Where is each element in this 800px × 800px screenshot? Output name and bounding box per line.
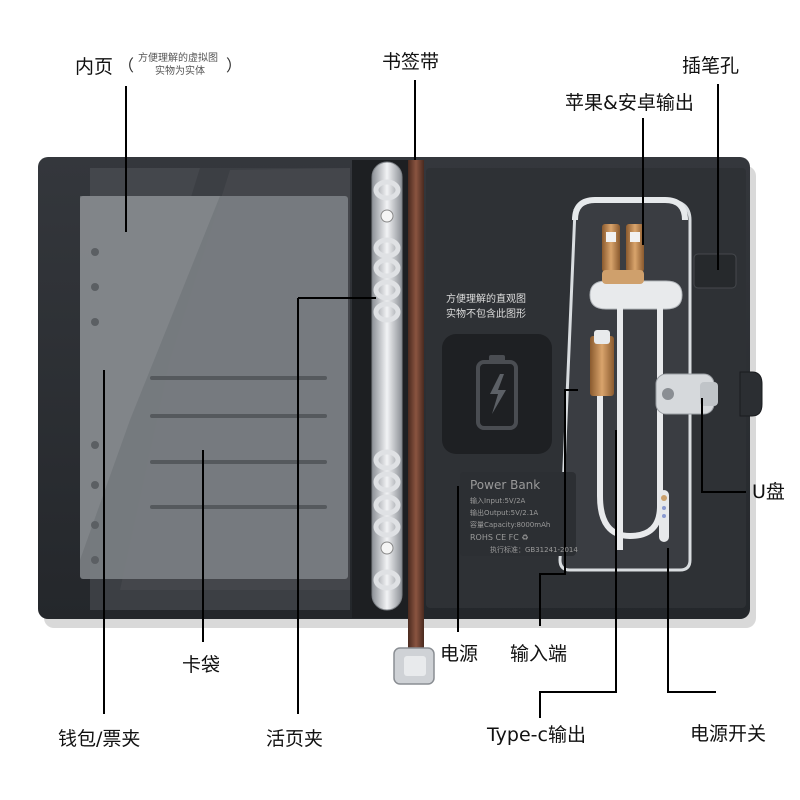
label-type-c-output: Type-c输出 — [487, 724, 586, 746]
label-inner-page-note-2: 实物为实体 — [155, 66, 205, 77]
label-power-supply: 电源 — [440, 643, 479, 665]
label-power-switch: 电源开关 — [690, 723, 767, 745]
label-inner-page: 内页 — [75, 56, 114, 78]
page-punch-holes — [91, 248, 99, 564]
card-slots — [150, 376, 327, 509]
label-pen-hole: 插笔孔 — [682, 55, 740, 77]
input-cable — [590, 296, 663, 550]
binder-rings — [373, 179, 401, 591]
lightning-icon — [490, 374, 506, 414]
power-bank-title: Power Bank — [470, 478, 541, 492]
pen-loop — [693, 253, 737, 289]
power-bank-spec-output: 输出Output:5V/2.1A — [470, 509, 539, 517]
power-bank-spec-input: 输入Input:5V/2A — [470, 497, 526, 505]
inner-diagram-note-line-1: 方便理解的直观图 — [446, 294, 526, 305]
inner-diagram-note: 方便理解的直观图 实物不包含此图形 — [446, 293, 526, 322]
label-wallet-ticket-clip: 钱包/票夹 — [58, 728, 141, 750]
label-bookmark: 书签带 — [382, 51, 440, 73]
label-card-pocket: 卡袋 — [182, 654, 221, 676]
label-inner-page-paren-open: （ — [118, 56, 135, 75]
label-input-port: 输入端 — [510, 643, 568, 665]
label-inner-page-paren-close: ） — [226, 56, 243, 75]
leader-lines — [103, 80, 746, 718]
power-bank-certs: ROHS CE FC ♻ — [470, 533, 529, 542]
label-loose-leaf-clip: 活页夹 — [266, 728, 324, 750]
usb-drive — [655, 373, 718, 415]
snap-strap — [739, 371, 763, 417]
power-bank-standard: 执行标准：GB31241-2014 — [490, 546, 578, 554]
bookmark-ribbon — [408, 160, 424, 650]
label-inner-page-note-1: 方便理解的虚拟图 — [138, 53, 218, 64]
inner-diagram-note-line-2: 实物不包含此图形 — [446, 308, 526, 320]
label-usb-drive: U盘 — [752, 481, 785, 503]
label-apple-android-output: 苹果&安卓输出 — [565, 92, 694, 114]
power-bank-spec-capacity: 容量Capacity:8000mAh — [470, 521, 551, 529]
